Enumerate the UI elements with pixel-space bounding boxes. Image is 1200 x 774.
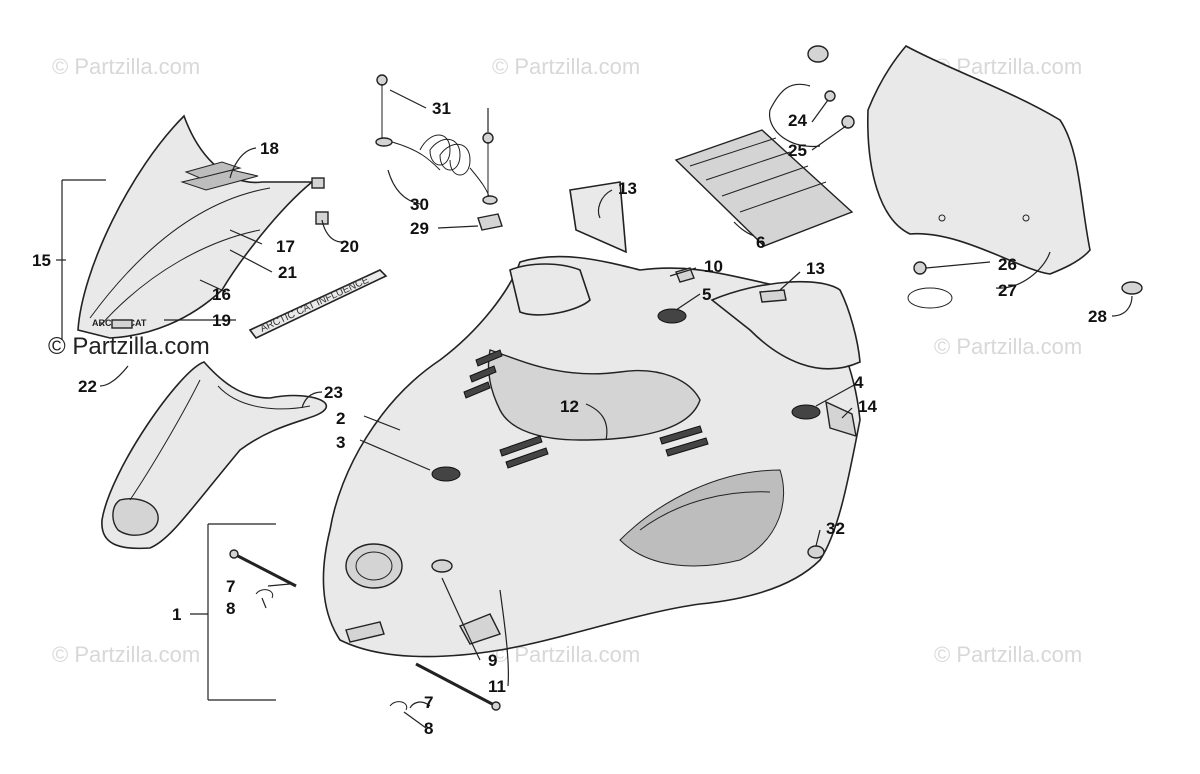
hood-louvres bbox=[463, 349, 709, 469]
part-pins bbox=[229, 549, 501, 711]
part-side-panel-right bbox=[710, 280, 861, 370]
callout-8b: 8 bbox=[424, 719, 433, 738]
callout-20: 20 bbox=[340, 237, 359, 256]
watermark-4: © Partzilla.com bbox=[934, 334, 1082, 359]
callout-8a: 8 bbox=[226, 599, 235, 618]
callout-28: 28 bbox=[1088, 307, 1107, 326]
part-belly-pan bbox=[101, 361, 327, 550]
callout-12: 12 bbox=[560, 397, 579, 416]
callout-7b: 7 bbox=[424, 693, 433, 712]
callout-1: 1 bbox=[172, 605, 181, 624]
stripe-decal-text: ARCTIC CAT INFLUENCE bbox=[259, 275, 371, 335]
part-spring-cable bbox=[375, 74, 503, 231]
callout-29: 29 bbox=[410, 219, 429, 238]
part-seal-28 bbox=[1121, 281, 1143, 295]
callout-4: 4 bbox=[854, 373, 864, 392]
callout-13b: 13 bbox=[806, 259, 825, 278]
callout-17: 17 bbox=[276, 237, 295, 256]
callout-16: 16 bbox=[212, 285, 231, 304]
watermark-5: © Partzilla.com bbox=[52, 642, 200, 667]
callout-15: 15 bbox=[32, 251, 51, 270]
callout-19: 19 bbox=[212, 311, 231, 330]
part-fastener-32 bbox=[807, 545, 825, 559]
callout-3: 3 bbox=[336, 433, 345, 452]
callout-22: 22 bbox=[78, 377, 97, 396]
callout-21: 21 bbox=[278, 263, 297, 282]
callout-14: 14 bbox=[858, 397, 877, 416]
part-windshield bbox=[867, 44, 1143, 295]
callout-31: 31 bbox=[432, 99, 451, 118]
watermark-1: © Partzilla.com bbox=[52, 54, 200, 79]
callout-18: 18 bbox=[260, 139, 279, 158]
callout-labels: 1 2 3 4 5 6 7 8 7 8 9 10 11 12 13 13 14 … bbox=[32, 99, 1107, 738]
watermark-7: © Partzilla.com bbox=[934, 642, 1082, 667]
part-hood bbox=[322, 255, 861, 658]
part-mount-14 bbox=[825, 400, 857, 438]
watermarks: © Partzilla.com © Partzilla.com © Partzi… bbox=[48, 54, 1082, 667]
watermark-dark: © Partzilla.com bbox=[48, 333, 210, 360]
callout-27: 27 bbox=[998, 281, 1017, 300]
callout-24: 24 bbox=[788, 111, 807, 130]
part-stripe-decal: ARCTIC CAT INFLUENCE bbox=[248, 269, 388, 340]
callout-5: 5 bbox=[702, 285, 711, 304]
callout-30: 30 bbox=[410, 195, 429, 214]
leader-lines bbox=[56, 83, 1133, 729]
callout-13a: 13 bbox=[618, 179, 637, 198]
callout-9: 9 bbox=[488, 651, 497, 670]
callout-25: 25 bbox=[788, 141, 807, 160]
callout-6: 6 bbox=[756, 233, 765, 252]
part-front-panel: ARCTIC CAT bbox=[77, 114, 329, 339]
part-decal-13 bbox=[569, 181, 627, 254]
watermark-2: © Partzilla.com bbox=[492, 54, 640, 79]
callout-32: 32 bbox=[826, 519, 845, 538]
callout-7a: 7 bbox=[226, 577, 235, 596]
part-windshield-hardware bbox=[807, 45, 953, 309]
part-decal-6 bbox=[674, 129, 854, 247]
callout-2: 2 bbox=[336, 409, 345, 428]
part-clip-10 bbox=[675, 267, 695, 283]
callout-23: 23 bbox=[324, 383, 343, 402]
callout-26: 26 bbox=[998, 255, 1017, 274]
callout-10: 10 bbox=[704, 257, 723, 276]
callout-11: 11 bbox=[488, 677, 506, 696]
